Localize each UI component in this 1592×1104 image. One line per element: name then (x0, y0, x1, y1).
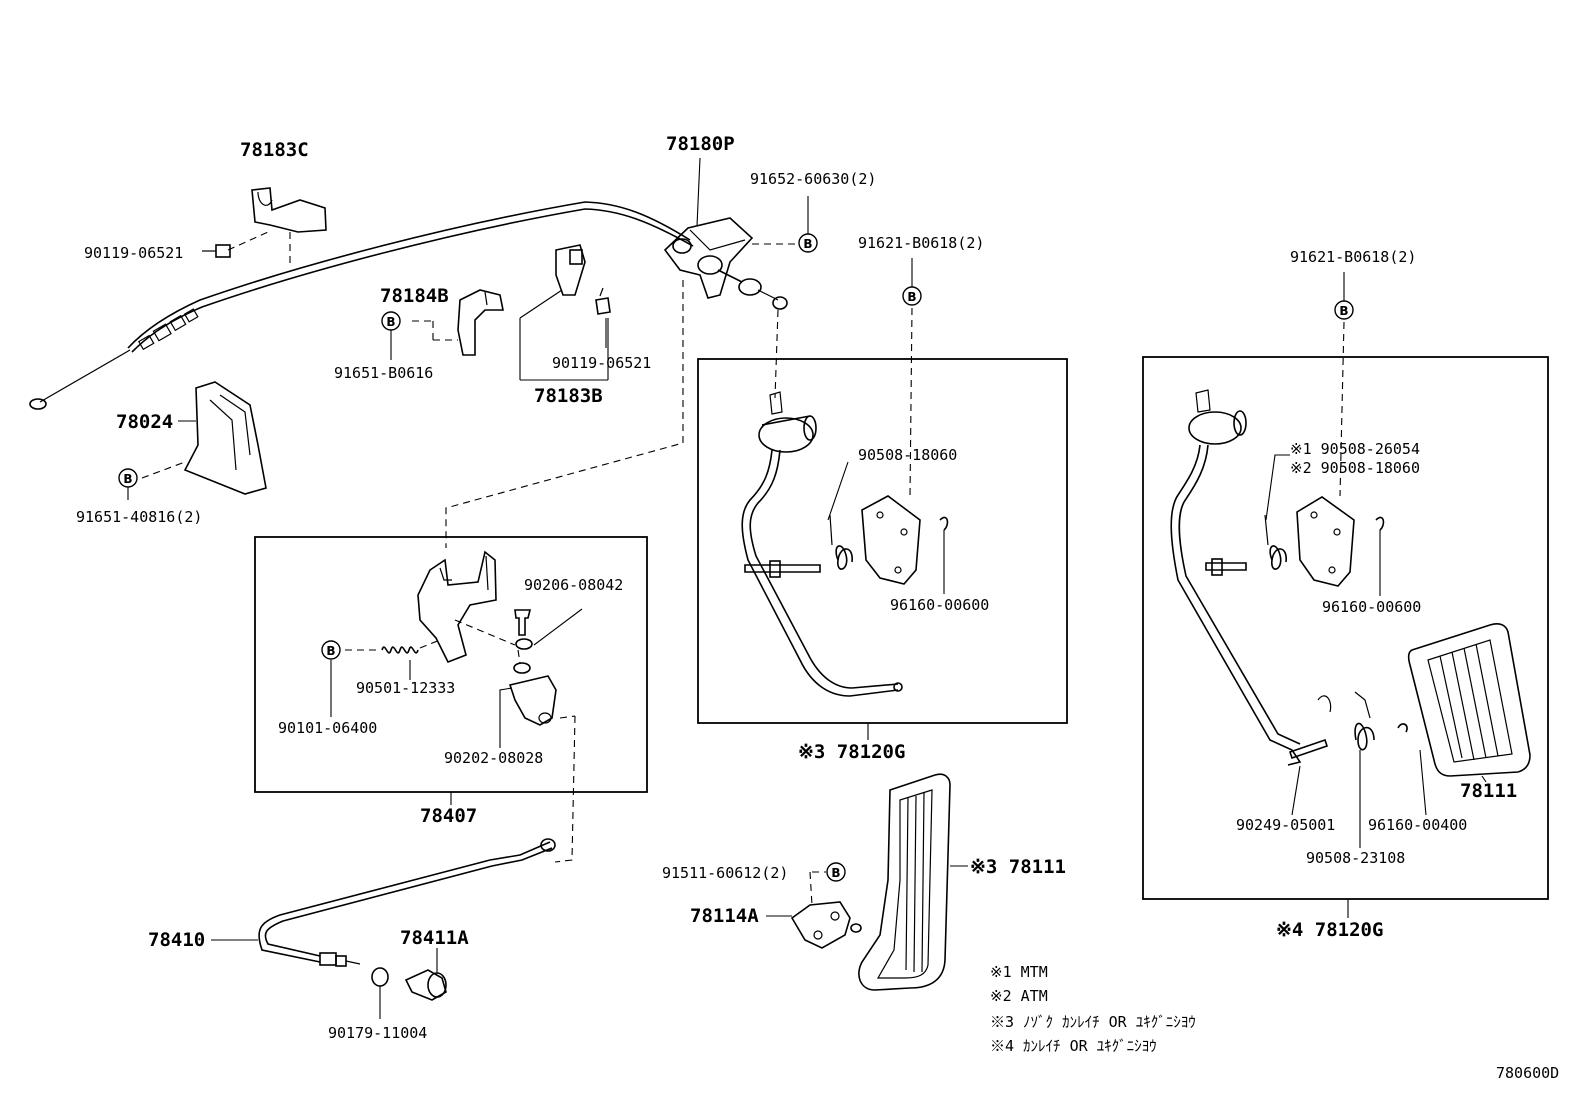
cable-bracket-78180P (663, 157, 797, 399)
label-78407: 78407 (420, 805, 477, 827)
label-78024: 78024 (116, 411, 173, 433)
label-78183B: 78183B (534, 385, 603, 407)
label-96160-00400: 96160-00400 (1368, 816, 1467, 834)
label-96160-00600-b: 96160-00600 (1322, 598, 1421, 616)
note-4: ※4 ｶﾝﾚｲﾁ OR ﾕｷｸﾞﾆｼﾖｳ (990, 1037, 1157, 1055)
label-90119-06521-a: 90119-06521 (84, 244, 183, 262)
label-91621-B0618-b: 91621-B0618(2) (1290, 248, 1416, 266)
label-91651-40816: 91651-40816(2) (76, 508, 202, 526)
bolt-marker-4: B (381, 311, 401, 331)
label-90179-11004: 90179-11004 (328, 1024, 427, 1042)
bracket-78114A (766, 871, 862, 949)
pedal-pad-78111 (858, 773, 968, 991)
bolt-marker-6: B (321, 640, 341, 660)
bracket-78184B (412, 289, 504, 356)
notes-legend: ※1 MTM ※2 ATM ※3 ﾉｿﾞｸ ｶﾝﾚｲﾁ OR ﾕｷｸﾞﾆｼﾖｳ … (990, 963, 1196, 1055)
bolt-marker-1: B (798, 233, 818, 253)
box-78407 (254, 536, 648, 863)
bolt-marker-2: B (902, 286, 922, 306)
note-1: ※1 MTM (990, 963, 1048, 981)
label-90202-08028: 90202-08028 (444, 749, 543, 767)
label-90508-23108: 90508-23108 (1306, 849, 1405, 867)
cushion-78411A (371, 948, 447, 1019)
label-90508-18060-b: ※2 90508-18060 (1290, 459, 1420, 477)
label-78410: 78410 (148, 929, 205, 951)
bolt-marker-text: B (123, 472, 132, 486)
label-90508-18060-a: 90508-18060 (858, 446, 957, 464)
label-91652-60630: 91652-60630(2) (750, 170, 876, 188)
label-96160-00600-a: 96160-00600 (890, 596, 989, 614)
clamp-78183C (227, 187, 327, 268)
diagram-code: 780600D (1496, 1064, 1559, 1082)
bolt-marker-text: B (803, 237, 812, 251)
label-78120G-a: ※3 78120G (798, 741, 905, 763)
clip-78183B (519, 244, 611, 381)
label-91621-B0618-a: 91621-B0618(2) (858, 234, 984, 252)
label-91651-B0616: 91651-B0616 (334, 364, 433, 382)
box-78120G-a (697, 307, 1068, 740)
label-90501-12333: 90501-12333 (356, 679, 455, 697)
label-78120G-b: ※4 78120G (1276, 919, 1383, 941)
label-78180P: 78180P (666, 133, 735, 155)
bolt-marker-7: B (826, 862, 846, 882)
label-78411A: 78411A (400, 927, 469, 949)
label-90249-05001: 90249-05001 (1236, 816, 1335, 834)
label-78183C: 78183C (240, 139, 309, 161)
label-78184B: 78184B (380, 285, 449, 307)
accelerator-cable (29, 201, 694, 410)
cable-78410 (211, 838, 556, 967)
note-3: ※3 ﾉｿﾞｸ ｶﾝﾚｲﾁ OR ﾕｷｸﾞﾆｼﾖｳ (990, 1013, 1196, 1031)
label-90119-06521-b: 90119-06521 (552, 354, 651, 372)
box-78120G-b (1142, 321, 1549, 918)
label-78111-a: 78111 (1460, 780, 1517, 802)
bolt-marker-5: B (118, 468, 138, 488)
label-78114A: 78114A (690, 905, 759, 927)
bolt-90119-06521-a (202, 244, 231, 258)
label-78111-b: ※3 78111 (970, 856, 1066, 878)
label-91511-60612: 91511-60612(2) (662, 864, 788, 882)
bolt-marker-text: B (386, 315, 395, 329)
bracket-78024 (141, 381, 267, 495)
bolt-marker-3: B (1334, 300, 1354, 320)
label-90101-06400: 90101-06400 (278, 719, 377, 737)
label-90206-08042: 90206-08042 (524, 576, 623, 594)
note-2: ※2 ATM (990, 987, 1048, 1005)
bolt-marker-text: B (1339, 304, 1348, 318)
bolt-marker-text: B (326, 644, 335, 658)
bolt-marker-text: B (907, 290, 916, 304)
bolt-marker-text: B (831, 866, 840, 880)
label-90508-26054: ※1 90508-26054 (1290, 440, 1420, 458)
